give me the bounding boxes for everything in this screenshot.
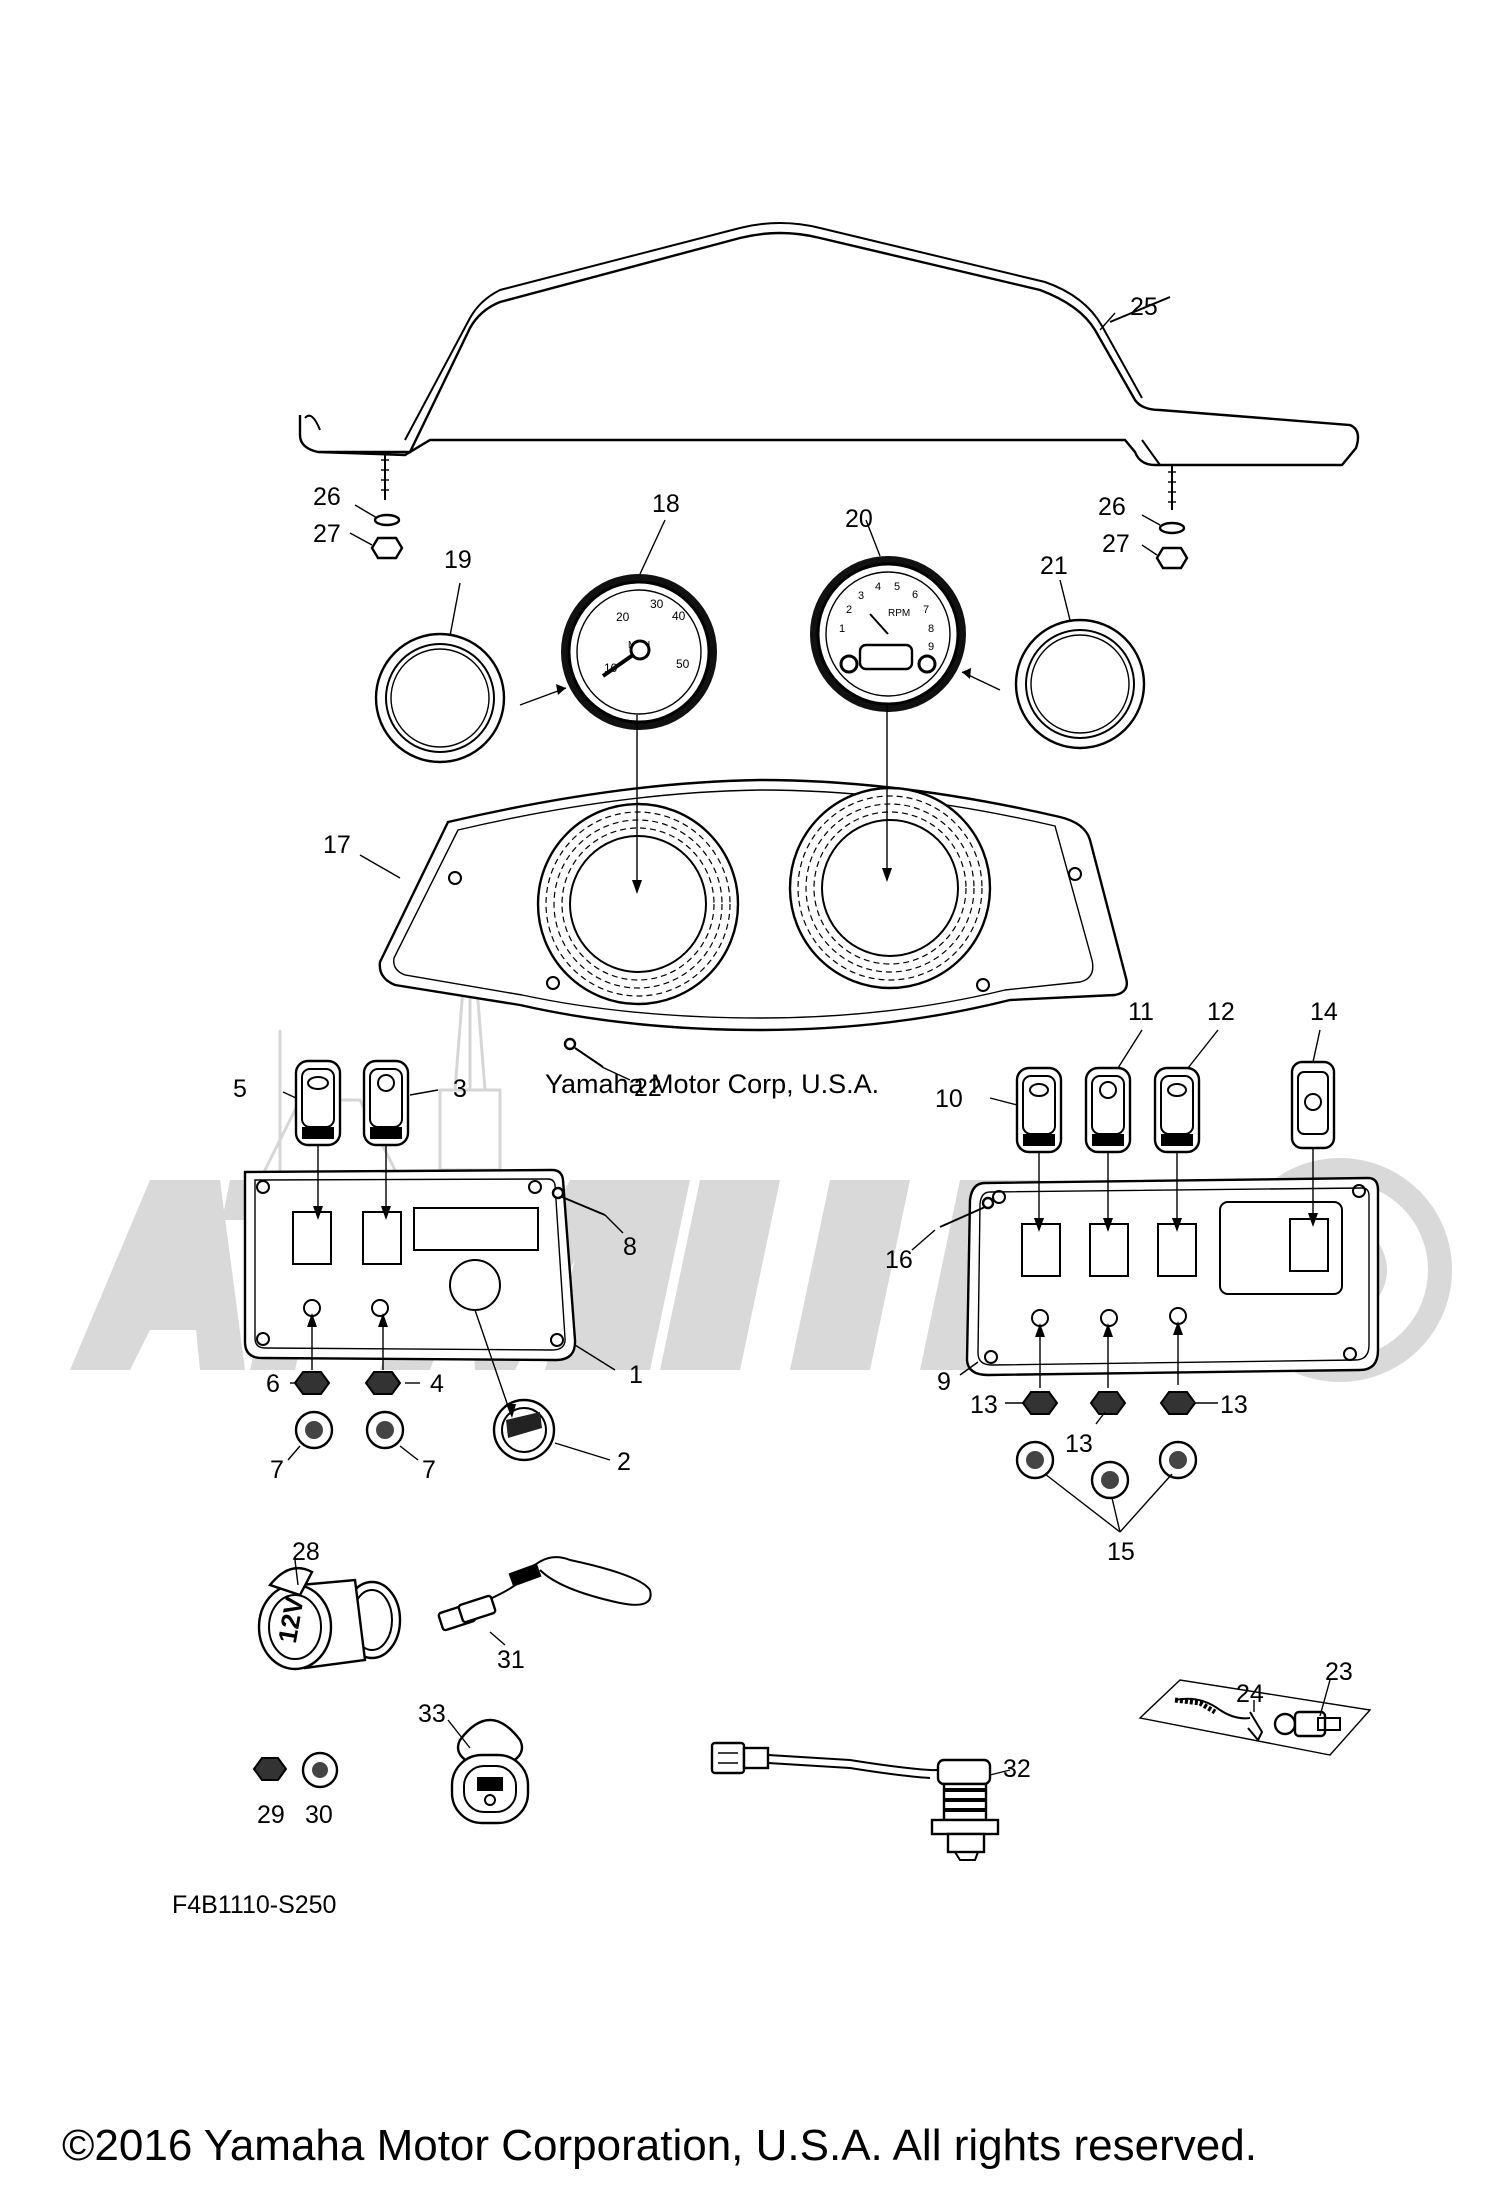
leader-lines bbox=[282, 312, 1321, 1586]
callout-5: 5 bbox=[233, 1075, 247, 1103]
tachometer-unit: RPM bbox=[888, 608, 910, 619]
nut-right bbox=[1155, 546, 1189, 570]
usb-outlet bbox=[447, 1718, 530, 1825]
callout-20: 20 bbox=[845, 505, 873, 533]
bezel-arrows bbox=[519, 668, 1001, 706]
tachometer-tick-label: 6 bbox=[912, 589, 918, 601]
panel-screw-16 bbox=[911, 1196, 995, 1251]
right-switch-panel bbox=[965, 1176, 1380, 1377]
callout-23: 23 bbox=[1325, 1658, 1353, 1686]
callout-32: 32 bbox=[1003, 1755, 1031, 1783]
rocker-switch-10 bbox=[1015, 1066, 1063, 1232]
right-stud-hardware bbox=[1141, 465, 1189, 570]
callout-13a: 13 bbox=[970, 1391, 998, 1419]
power-knob bbox=[474, 1309, 611, 1462]
panel-screw bbox=[563, 1037, 631, 1081]
callout-26b: 26 bbox=[1098, 493, 1126, 521]
tachometer-tick-label: 1 bbox=[839, 623, 845, 635]
callout-27b: 27 bbox=[1102, 530, 1130, 558]
callout-3: 3 bbox=[453, 1075, 467, 1103]
tachometer-tick-label: 4 bbox=[875, 581, 881, 593]
callout-13b: 13 bbox=[1065, 1430, 1093, 1458]
speedometer-tick-label: 20 bbox=[616, 610, 630, 624]
gauge-panel bbox=[378, 703, 1129, 1032]
tachometer-tick-label: 8 bbox=[928, 623, 934, 635]
diagram-code: F4B1110-S250 bbox=[172, 1891, 336, 1919]
callout-28: 28 bbox=[292, 1538, 320, 1566]
speedometer-tick-label: 30 bbox=[650, 597, 664, 611]
left-indicator-hardware bbox=[287, 1313, 420, 1461]
callout-27a: 27 bbox=[313, 520, 341, 548]
tachometer-tick-label: 5 bbox=[894, 581, 900, 593]
callout-14: 14 bbox=[1310, 998, 1338, 1026]
callout-7a: 7 bbox=[270, 1456, 284, 1484]
callout-12: 12 bbox=[1207, 998, 1235, 1026]
speedometer-tick-label: 50 bbox=[676, 657, 690, 671]
rocker-switch-11 bbox=[1084, 1066, 1132, 1232]
tachometer-tick-label: 7 bbox=[923, 604, 929, 616]
wire-harness-31 bbox=[437, 1556, 652, 1646]
callout-1: 1 bbox=[629, 1361, 643, 1389]
tachometer-tick-label: 2 bbox=[846, 604, 852, 616]
callout-33: 33 bbox=[418, 1700, 446, 1728]
callout-29: 29 bbox=[257, 1801, 285, 1829]
callout-31: 31 bbox=[497, 1646, 525, 1674]
callout-26a: 26 bbox=[313, 483, 341, 511]
cable-32 bbox=[710, 1741, 1011, 1861]
nut-left bbox=[370, 536, 404, 560]
bezel-right bbox=[1014, 618, 1146, 750]
callout-11: 11 bbox=[1128, 998, 1154, 1026]
callout-15: 15 bbox=[1107, 1538, 1135, 1566]
left-stud-hardware bbox=[349, 452, 404, 560]
washer-left bbox=[373, 513, 401, 527]
callout-18: 18 bbox=[652, 490, 680, 518]
bezel-left bbox=[374, 632, 506, 764]
speedometer-tick-label: 40 bbox=[672, 609, 686, 623]
panel-screw-8 bbox=[551, 1186, 624, 1234]
tachometer: 1 2 3 4 5 6 7 8 9 RPM bbox=[810, 556, 966, 712]
callout-6: 6 bbox=[266, 1370, 280, 1398]
speedometer: 10 20 30 40 50 MPH bbox=[561, 574, 717, 730]
rocker-switch-3 bbox=[362, 1059, 410, 1220]
callout-10: 10 bbox=[935, 1085, 963, 1113]
callout-2: 2 bbox=[617, 1448, 631, 1476]
callout-21: 21 bbox=[1040, 552, 1068, 580]
callout-7b: 7 bbox=[422, 1456, 436, 1484]
callout-25: 25 bbox=[1130, 293, 1158, 321]
right-indicator-hardware bbox=[1005, 1321, 1218, 1533]
copyright-notice: ©2016 Yamaha Motor Corporation, U.S.A. A… bbox=[62, 2121, 1257, 2170]
callout-4: 4 bbox=[430, 1370, 444, 1398]
callout-13c: 13 bbox=[1220, 1391, 1248, 1419]
left-switch-panel bbox=[243, 1168, 577, 1362]
callout-17: 17 bbox=[323, 831, 351, 859]
ignition-kit bbox=[1138, 1679, 1372, 1756]
callout-9: 9 bbox=[937, 1368, 951, 1396]
callout-19: 19 bbox=[444, 546, 472, 574]
dash-top-cover bbox=[298, 222, 1360, 467]
callout-30: 30 bbox=[305, 1801, 333, 1829]
washer-right bbox=[1158, 521, 1186, 535]
callout-16: 16 bbox=[885, 1246, 913, 1274]
outlet-nut-washer bbox=[252, 1751, 339, 1789]
callout-numbers: 1 2 3 4 5 6 7 7 8 9 10 11 12 13 13 13 14… bbox=[233, 293, 1353, 1829]
rocker-switch-12 bbox=[1153, 1066, 1201, 1232]
12v-outlet: 12V bbox=[257, 1567, 402, 1671]
callout-24: 24 bbox=[1236, 1680, 1264, 1708]
rocker-switch-5 bbox=[294, 1059, 342, 1220]
tachometer-tick-label: 3 bbox=[858, 590, 864, 602]
watermark-text: Yamaha Motor Corp, U.S.A. bbox=[545, 1069, 879, 1099]
callout-8: 8 bbox=[623, 1233, 637, 1261]
tachometer-tick-label: 9 bbox=[928, 641, 934, 653]
callout-22: 22 bbox=[634, 1074, 662, 1102]
